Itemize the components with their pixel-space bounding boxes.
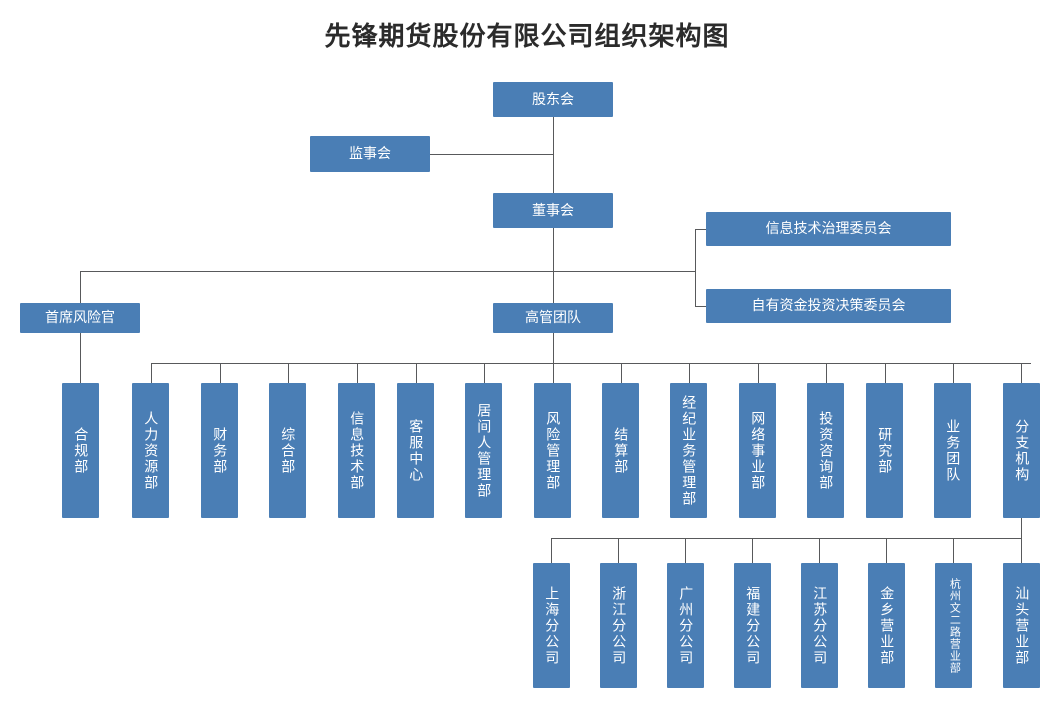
- node-guangzhou-branch[interactable]: 广州分公司: [667, 563, 704, 688]
- node-business-team[interactable]: 业务团队: [934, 383, 971, 518]
- connector-drop-shanghai-branch: [551, 538, 552, 563]
- node-it-governance-committee[interactable]: 信息技术治理委员会: [706, 212, 951, 246]
- node-risk-management-dept[interactable]: 风险管理部: [534, 383, 571, 518]
- node-hangzhou-wenerlu-sales-dept[interactable]: 杭州文二路营业部: [935, 563, 972, 688]
- page-title: 先锋期货股份有限公司组织架构图: [324, 21, 730, 51]
- connector-board-level-bus: [80, 271, 554, 272]
- connector-branch-bus-to-shantou: [1021, 538, 1022, 563]
- connector-drop-business-team: [953, 363, 954, 383]
- connector-drop-research: [885, 363, 886, 383]
- node-branches[interactable]: 分支机构: [1003, 383, 1040, 518]
- connector-executive-team-down: [553, 333, 554, 363]
- node-general-affairs-dept[interactable]: 综合部: [269, 383, 306, 518]
- connector-department-bus: [151, 363, 1031, 364]
- node-research-dept[interactable]: 研究部: [866, 383, 903, 518]
- connector-drop-general-affairs: [288, 363, 289, 383]
- connector-drop-hangzhou-wenerlu-sales-dept: [953, 538, 954, 563]
- connector-bus-to-cro: [80, 271, 81, 303]
- connector-committee-it-stub: [695, 229, 706, 230]
- node-customer-service-center[interactable]: 客服中心: [397, 383, 434, 518]
- connector-drop-investment-consulting: [826, 363, 827, 383]
- connector-board-to-committee-bus: [553, 271, 696, 272]
- connector-drop-network-division: [758, 363, 759, 383]
- node-human-resources-dept[interactable]: 人力资源部: [132, 383, 169, 518]
- node-jiangsu-branch[interactable]: 江苏分公司: [801, 563, 838, 688]
- connector-drop-brokerage-business-management: [689, 363, 690, 383]
- node-settlement-dept[interactable]: 结算部: [602, 383, 639, 518]
- connector-drop-risk-management: [553, 363, 554, 383]
- node-network-division[interactable]: 网络事业部: [739, 383, 776, 518]
- node-shantou-sales-dept[interactable]: 汕头营业部: [1003, 563, 1040, 688]
- node-executive-team[interactable]: 高管团队: [493, 303, 613, 333]
- connector-drop-jiangsu-branch: [819, 538, 820, 563]
- connector-drop-customer-service: [416, 363, 417, 383]
- node-shanghai-branch[interactable]: 上海分公司: [533, 563, 570, 688]
- node-jinxiang-sales-dept[interactable]: 金乡营业部: [868, 563, 905, 688]
- node-intermediary-management-dept[interactable]: 居间人管理部: [465, 383, 502, 518]
- connector-branch-bus: [551, 538, 1022, 539]
- connector-committee-vertical-bus: [695, 229, 696, 306]
- connector-committee-investment-stub: [695, 306, 706, 307]
- connector-drop-settlement: [621, 363, 622, 383]
- node-proprietary-investment-committee[interactable]: 自有资金投资决策委员会: [706, 289, 951, 323]
- connector-branches-down: [1021, 518, 1022, 538]
- node-information-technology-dept[interactable]: 信息技术部: [338, 383, 375, 518]
- node-finance-dept[interactable]: 财务部: [201, 383, 238, 518]
- connector-bus-to-executive-team: [553, 271, 554, 303]
- node-brokerage-business-management-dept[interactable]: 经纪业务管理部: [670, 383, 707, 518]
- node-supervisory-board[interactable]: 监事会: [310, 136, 430, 172]
- connector-drop-branches: [1021, 363, 1022, 383]
- connector-drop-fujian-branch: [752, 538, 753, 563]
- connector-shareholders-to-board: [553, 117, 554, 193]
- node-chief-risk-officer[interactable]: 首席风险官: [20, 303, 140, 333]
- connector-drop-intermediary-management: [484, 363, 485, 383]
- connector-board-down: [553, 228, 554, 271]
- connector-drop-information-technology: [357, 363, 358, 383]
- connector-drop-zhejiang-branch: [618, 538, 619, 563]
- node-compliance-dept[interactable]: 合规部: [62, 383, 99, 518]
- connector-drop-guangzhou-branch: [685, 538, 686, 563]
- connector-supervisory-to-trunk: [430, 154, 554, 155]
- node-zhejiang-branch[interactable]: 浙江分公司: [600, 563, 637, 688]
- connector-cro-to-compliance: [80, 333, 81, 383]
- node-shareholders[interactable]: 股东会: [493, 82, 613, 117]
- connector-drop-human-resources: [151, 363, 152, 383]
- node-board-of-directors[interactable]: 董事会: [493, 193, 613, 228]
- connector-drop-jinxiang-sales-dept: [886, 538, 887, 563]
- node-investment-consulting-dept[interactable]: 投资咨询部: [807, 383, 844, 518]
- connector-drop-finance: [220, 363, 221, 383]
- node-fujian-branch[interactable]: 福建分公司: [734, 563, 771, 688]
